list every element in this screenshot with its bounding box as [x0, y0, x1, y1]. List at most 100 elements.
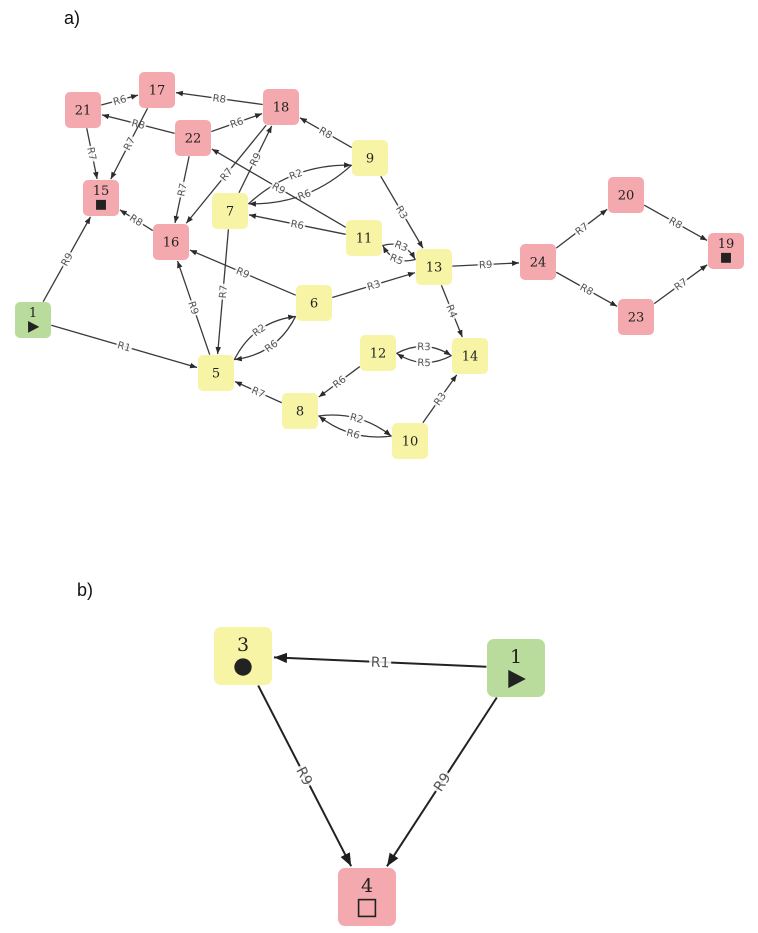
a-edge-label-bg: [110, 93, 129, 108]
b-node-1[interactable]: 1: [487, 639, 545, 697]
a-node-17[interactable]: 17: [139, 72, 175, 108]
a-edge-label-bg: [666, 214, 686, 232]
a-node-10-box: [392, 423, 428, 459]
a-node-10[interactable]: 10: [392, 423, 428, 459]
b-node-3[interactable]: 3: [214, 627, 272, 685]
a-edge-label-bg: [249, 321, 269, 339]
a-node-18[interactable]: 18: [263, 89, 299, 125]
a-edge-label-bg: [415, 357, 433, 368]
a-edge-label-bg: [286, 166, 306, 182]
b-node-4[interactable]: 4: [338, 868, 396, 926]
a-edge-label-7-to-9: R2: [288, 168, 304, 183]
a-node-15[interactable]: 15: [83, 180, 119, 216]
a-node-8-label: 8: [296, 405, 304, 420]
a-node-17-box: [139, 72, 175, 108]
b-node-3-label: 3: [237, 634, 249, 656]
a-edge-label-bg: [344, 426, 363, 441]
b-node-4-label: 4: [361, 875, 373, 897]
a-node-11-label: 11: [356, 232, 373, 247]
a-edge-label-7-to-18: R9: [248, 151, 264, 168]
a-edge-label-5-to-16: R9: [185, 300, 200, 316]
a-node-6-label: 6: [310, 297, 318, 312]
a-edge-label-9-to-7: R6: [296, 188, 312, 203]
a-node-14-box: [452, 338, 488, 374]
a-edge-label-17-to-15: R7: [122, 136, 138, 153]
a-node-12-box: [360, 335, 396, 371]
a-node-22[interactable]: 22: [175, 120, 211, 156]
a-node-13-label: 13: [426, 261, 443, 276]
a-edge-label-10-to-8: R6: [345, 428, 361, 442]
a-edge-label-1-to-5: R1: [116, 340, 132, 354]
a-node-19[interactable]: 19: [708, 233, 744, 269]
a-node-21[interactable]: 21: [65, 92, 101, 128]
a-edge-label-bg: [577, 281, 597, 298]
a-edge-label-bg: [227, 115, 246, 130]
a-edge-label-bg: [175, 180, 189, 199]
a-edge-label-bg: [572, 219, 592, 238]
a-edge-label-bg: [477, 259, 494, 270]
a-node-9[interactable]: 9: [352, 140, 388, 176]
a-node-16-label: 16: [163, 236, 180, 251]
a-edge-label-bg: [247, 149, 264, 169]
a-edge-label-6-to-13: R3: [366, 279, 382, 293]
a-edge-label-bg: [248, 384, 268, 400]
a-edge-label-bg: [217, 164, 236, 184]
a-edge-label-bg: [269, 179, 289, 197]
a-node-14[interactable]: 14: [452, 338, 488, 374]
a-edge-label-bg: [444, 301, 460, 321]
a-node-20[interactable]: 20: [608, 177, 644, 213]
a-node-5-label: 5: [212, 367, 220, 382]
a-node-22-label: 22: [185, 132, 202, 147]
a-edge-label-bg: [261, 337, 281, 355]
a-edge-label-bg: [217, 283, 229, 301]
a-node-1[interactable]: 1: [15, 302, 51, 338]
a-edge-label-16-to-15: R8: [127, 213, 144, 229]
a-node-24-box: [520, 244, 556, 280]
a-edge-label-bg: [387, 251, 406, 267]
b-node-1-label: 1: [510, 646, 522, 668]
b-node-1-box: [487, 639, 545, 697]
a-node-23[interactable]: 23: [618, 299, 654, 335]
a-edge-label-bg: [364, 278, 383, 293]
a-edge-label-bg: [129, 117, 148, 131]
a-edge-label-21-to-15: R7: [84, 146, 97, 161]
a-node-16[interactable]: 16: [153, 224, 189, 260]
a-node-13-box: [416, 249, 452, 285]
panel-b-nodes: 3 1 4: [214, 627, 545, 926]
a-node-11[interactable]: 11: [346, 220, 382, 256]
a-node-19-box: [708, 233, 744, 269]
a-node-12[interactable]: 12: [360, 335, 396, 371]
b-edge-label-bg: [430, 769, 454, 795]
a-edge-label-bg: [121, 134, 138, 154]
a-node-7[interactable]: 7: [212, 193, 248, 229]
a-edge-label-13-to-24: R9: [479, 260, 493, 272]
a-node-5-box: [198, 355, 234, 391]
a-node-5[interactable]: 5: [198, 355, 234, 391]
b-edge-label-bg: [368, 655, 392, 670]
a-node-6-box: [296, 285, 332, 321]
a-edge-label-11-to-22: R9: [270, 181, 287, 197]
a-edge-label-bg: [671, 275, 691, 293]
a-node-8[interactable]: 8: [282, 393, 318, 429]
a-edge-label-12-to-14: R3: [417, 342, 431, 353]
a-edge-label-bg: [415, 341, 433, 352]
a-node-18-box: [263, 89, 299, 125]
a-edge-label-18-to-17: R8: [212, 93, 227, 106]
a-edge-label-bg: [294, 187, 314, 203]
a-edge-label-bg: [233, 264, 253, 281]
a-node-7-box: [212, 193, 248, 229]
a-node-24[interactable]: 24: [520, 244, 556, 280]
a-edge-label-bg: [316, 124, 336, 141]
a-node-23-box: [618, 299, 654, 335]
a-edge-label-bg: [85, 144, 99, 163]
a-edge-label-7-to-5: R7: [218, 285, 230, 299]
a-node-15-box: [83, 180, 119, 216]
a-node-6[interactable]: 6: [296, 285, 332, 321]
a-node-13[interactable]: 13: [416, 249, 452, 285]
a-edge-label-6-to-16: R9: [234, 266, 251, 281]
open-square-icon: [357, 898, 377, 918]
a-edge-label-bg: [115, 339, 134, 354]
